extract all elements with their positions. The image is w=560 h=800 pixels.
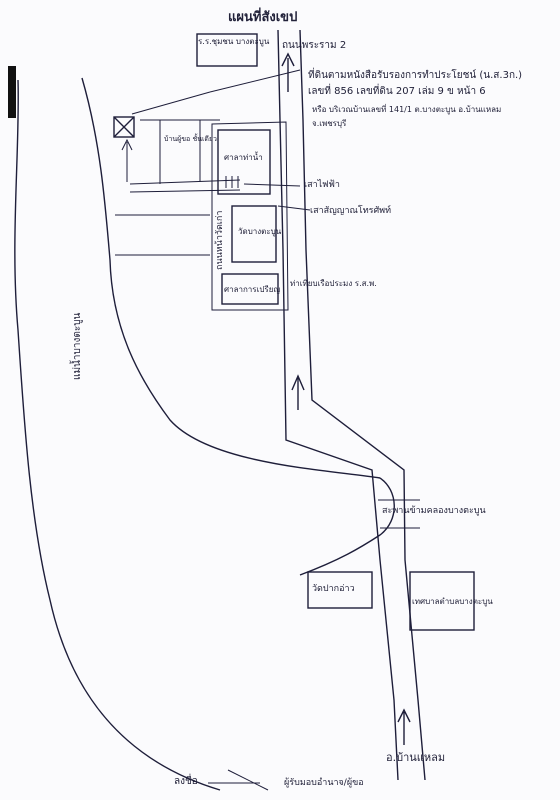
land-plot-line xyxy=(209,69,301,93)
pier-label: ท่าเทียบเรือประมง ร.ส.พ. xyxy=(290,279,377,288)
land-annotation-line4: จ.เพชรบุรี xyxy=(312,119,347,128)
school-label: ร.ร.ชุมชน บางตะบูน xyxy=(198,37,270,46)
land-plot-marker xyxy=(113,116,135,138)
land-annotation-line1: ที่ดินตามหนังสือรับรองการทำประโยชน์ (น.ส… xyxy=(308,70,523,81)
signed-prefix: ลงชื่อ xyxy=(174,776,198,787)
land-annotation-line2: เลขที่ 856 เลขที่ดิน 207 เล่ม 9 ข หน้า 6 xyxy=(308,86,486,97)
destination-arrow xyxy=(397,708,411,745)
wat-pak-ao-box xyxy=(307,571,373,609)
utility-pole-label: เสาสัญญาณโทรศัพท์ xyxy=(310,206,392,216)
pavilion-box xyxy=(217,129,271,195)
scan-edge-mark xyxy=(8,66,16,118)
municipal-label: เทศบาลตำบลบางตะบูน xyxy=(412,597,493,606)
land-plot-x xyxy=(113,116,135,138)
river-outline-inner xyxy=(81,77,381,479)
lane-bottom xyxy=(129,189,241,193)
utility-pole-arrow xyxy=(277,205,311,211)
pavilion-label: ศาลาท่าน้ำ xyxy=(224,153,263,162)
monastery-label: ศาลาการเปรียญ xyxy=(224,285,281,294)
signature-slash xyxy=(227,769,269,791)
wat-pak-ao-label: วัดปากอ่าว xyxy=(312,584,355,594)
monastery-box xyxy=(221,273,279,305)
temple-label: วัดบางตะบูน xyxy=(238,227,282,236)
road-top-label: ถนนพระราม 2 xyxy=(282,40,347,51)
land-annotation-line3: หรือ บริเวณบ้านเลขที่ 141/1 ต.บางตะบูน อ… xyxy=(312,105,502,114)
house-label: บ้านผู้ขอ ชั้นเดียว xyxy=(164,135,217,143)
destination-label: อ.บ้านแหลม xyxy=(386,751,446,764)
map-title: แผนที่สังเขป xyxy=(228,10,298,25)
access-arrow xyxy=(121,138,133,182)
north-arrow-mid-head xyxy=(291,374,305,391)
power-pole-arrow xyxy=(243,183,301,187)
road-left-vertical-label: ถนนหน้าวัดเก่า xyxy=(215,210,225,270)
temple-box xyxy=(231,205,277,263)
river-outline-lower xyxy=(299,477,395,576)
main-road-right-edge xyxy=(299,29,426,781)
main-road-left-edge xyxy=(277,29,399,781)
bridge-label: สะพานข้ามคลองบางตะบูน xyxy=(382,506,486,516)
land-plot-diag xyxy=(131,91,211,115)
lane-top xyxy=(129,179,241,185)
north-arrow-top-head xyxy=(281,52,295,67)
power-pole-label: เสาไฟฟ้า xyxy=(304,180,340,190)
school-box xyxy=(196,33,258,67)
river-outline-left xyxy=(14,79,221,791)
power-pole-ticks xyxy=(225,176,239,188)
temple-compound xyxy=(211,121,289,311)
river-label: แม่น้ำบางตะบูน xyxy=(72,312,83,380)
municipal-box xyxy=(409,571,475,631)
signer-role: ผู้รับมอบอำนาจ/ผู้ขอ xyxy=(284,778,364,788)
